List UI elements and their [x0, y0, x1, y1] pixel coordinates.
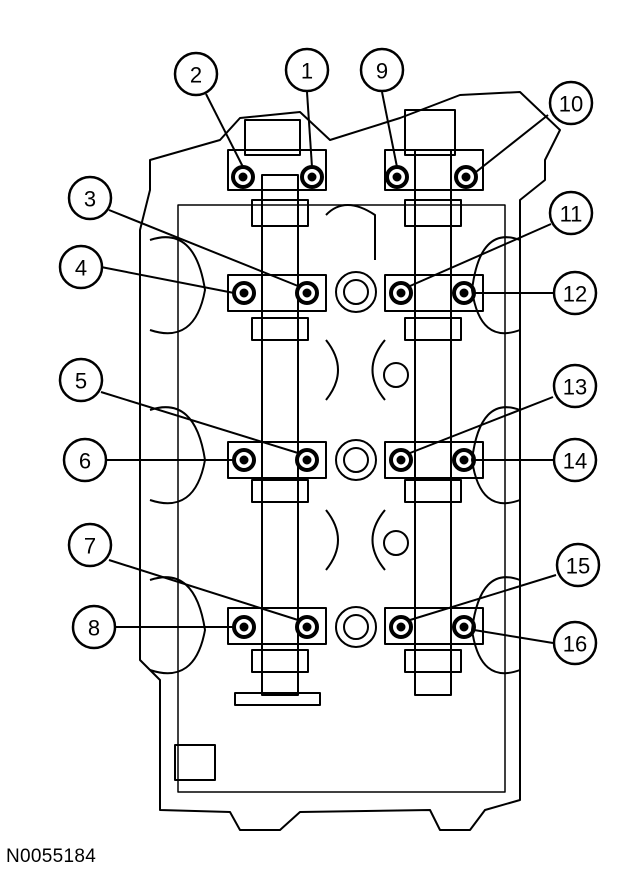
callout-circle: [359, 47, 405, 93]
callout-label: 9: [376, 59, 388, 84]
callout-label: 14: [563, 449, 587, 474]
callout-label: 16: [563, 632, 587, 657]
callout-label: 4: [75, 256, 87, 281]
callout-label: 10: [559, 92, 583, 117]
callout-label: 1: [301, 59, 313, 84]
callout-circle: [62, 437, 108, 483]
callout-circle: [58, 244, 104, 290]
callout-11: 11: [548, 190, 594, 236]
callout-circle: [555, 542, 601, 588]
callout-label: 13: [563, 375, 587, 400]
callout-label: 11: [560, 202, 583, 227]
callout-circle: [552, 270, 598, 316]
callout-label: 7: [84, 534, 96, 559]
leader-lines: [100, 91, 557, 644]
callout-15: 15: [555, 542, 601, 588]
callout-circle: [284, 47, 330, 93]
callout-circle: [548, 190, 594, 236]
callout-16: 16: [552, 620, 598, 666]
callout-label: 2: [190, 63, 202, 88]
callout-label: 8: [88, 616, 100, 641]
callout-1: 1: [284, 47, 330, 93]
callout-2: 2: [173, 51, 219, 97]
callout-circle: [548, 80, 594, 126]
callout-12: 12: [552, 270, 598, 316]
callout-circle: [67, 522, 113, 568]
callout-6: 6: [62, 437, 108, 483]
callout-7: 7: [67, 522, 113, 568]
callout-14: 14: [552, 437, 598, 483]
callout-5: 5: [58, 357, 104, 403]
callout-9: 9: [359, 47, 405, 93]
figure-id: N0055184: [6, 846, 97, 867]
callout-circle: [58, 357, 104, 403]
callout-4: 4: [58, 244, 104, 290]
callout-8: 8: [71, 604, 117, 650]
callout-circle: [71, 604, 117, 650]
callout-circle: [552, 620, 598, 666]
bolt-markers: [231, 165, 478, 639]
callout-label: 5: [75, 369, 87, 394]
callout-label: 6: [79, 449, 91, 474]
callout-circle: [67, 175, 113, 221]
callout-circle: [552, 363, 598, 409]
callout-label: 15: [566, 554, 590, 579]
callout-circle: [173, 51, 219, 97]
callout-13: 13: [552, 363, 598, 409]
callout-label: 12: [563, 282, 587, 307]
cylinder-head-outline: [139, 91, 561, 831]
callout-10: 10: [548, 80, 594, 126]
callout-label: 3: [84, 187, 96, 212]
callout-3: 3: [67, 175, 113, 221]
callout-circle: [552, 437, 598, 483]
